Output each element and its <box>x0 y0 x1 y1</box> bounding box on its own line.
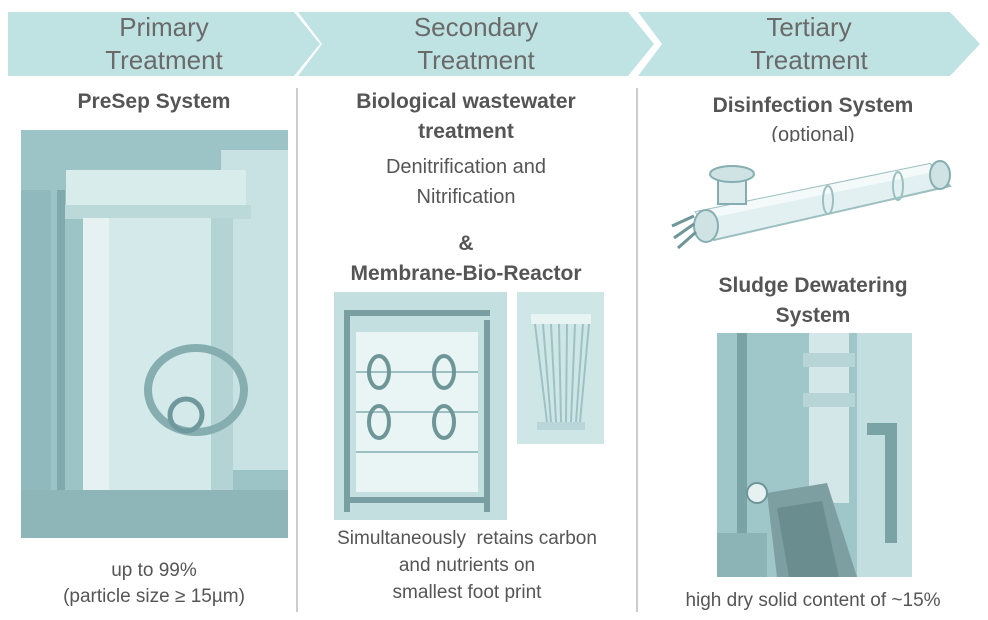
presep-efficiency: up to 99% <box>111 560 197 581</box>
presep-particle-size: (particle size ≥ 15µm) <box>63 586 245 607</box>
stage-secondary-label: Secondary Treatment <box>413 12 539 75</box>
stage-secondary-header: Secondary Treatment <box>298 12 654 76</box>
sludge-dewatering-title-2: System <box>775 304 851 327</box>
mbr-module-photo <box>334 292 507 520</box>
sludge-dry-solid-content: high dry solid content of ~15% <box>685 590 941 611</box>
presep-photo <box>21 130 288 538</box>
uv-disinfection-photo <box>668 142 960 272</box>
mbr-benefit-2: and nutrients on <box>398 555 536 576</box>
bio-treatment-subtitle-1: Denitrification and <box>385 156 547 178</box>
mbr-benefit-3: smallest foot print <box>392 582 542 603</box>
ampersand: & <box>458 232 474 255</box>
sludge-dewatering-photo <box>717 333 912 577</box>
bio-treatment-title-2: treatment <box>418 120 514 143</box>
divider-secondary-tertiary <box>636 88 638 612</box>
bio-treatment-title-1: Biological wastewater <box>356 90 576 113</box>
stage-primary-header: Primary Treatment <box>8 12 320 76</box>
stage-primary-label: Primary Treatment <box>105 12 223 75</box>
mbr-title: Membrane-Bio-Reactor <box>350 262 582 285</box>
mbr-benefit-1: Simultaneously retains carbon <box>337 528 597 549</box>
divider-primary-secondary <box>296 88 298 612</box>
sludge-dewatering-title-1: Sludge Dewatering <box>718 274 908 297</box>
disinfection-title: Disinfection System <box>712 94 914 117</box>
stage-tertiary-header: Tertiary Treatment <box>638 12 980 76</box>
stage-tertiary-label: Tertiary Treatment <box>750 12 868 75</box>
presep-title: PreSep System <box>77 90 231 113</box>
disinfection-optional-note: (optional) <box>771 124 855 146</box>
membrane-element-photo <box>517 292 604 444</box>
bio-treatment-subtitle-2: Nitrification <box>416 186 516 208</box>
